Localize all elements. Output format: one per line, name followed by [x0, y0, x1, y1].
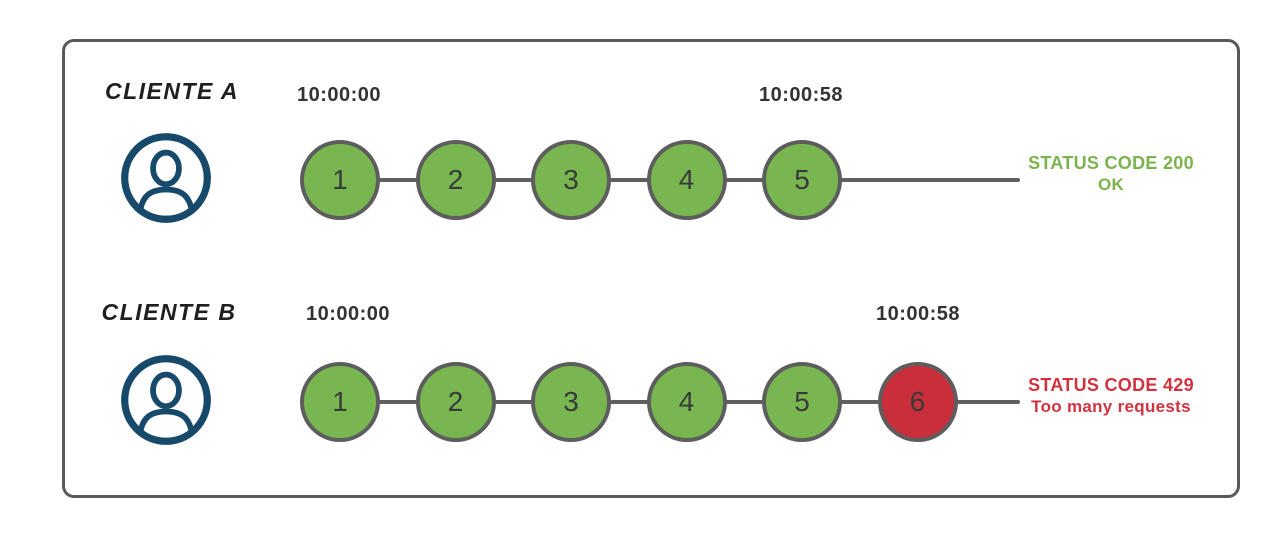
client-a-label: CLIENTE A	[104, 78, 240, 104]
user-icon	[121, 355, 211, 445]
status-result: STATUS CODE 200 OK	[1025, 152, 1197, 196]
status-result: STATUS CODE 429 Too many requests	[1025, 374, 1197, 418]
request-node: 3	[531, 362, 611, 442]
request-node: 4	[646, 140, 727, 220]
request-node: 1	[300, 362, 380, 442]
user-icon	[121, 133, 211, 223]
start-timestamp: 10:00:00	[305, 303, 391, 325]
status-message-text: Too many requests	[1031, 397, 1191, 416]
request-node: 5	[762, 140, 842, 220]
client-b-label: CLIENTE B	[101, 299, 237, 325]
request-node: 2	[415, 140, 496, 220]
request-node: 2	[415, 362, 496, 442]
start-timestamp: 10:00:00	[296, 84, 382, 106]
status-message-text: OK	[1097, 175, 1125, 194]
request-node: 6	[877, 362, 958, 442]
diagram-frame	[62, 39, 1240, 498]
request-node: 3	[531, 140, 611, 220]
end-timestamp: 10:00:58	[758, 84, 844, 106]
request-node: 1	[300, 140, 380, 220]
end-timestamp: 10:00:58	[875, 303, 961, 325]
status-code-text: STATUS CODE 200	[1028, 153, 1194, 173]
request-node: 4	[646, 362, 727, 442]
status-code-text: STATUS CODE 429	[1028, 375, 1194, 395]
request-node: 5	[762, 362, 842, 442]
